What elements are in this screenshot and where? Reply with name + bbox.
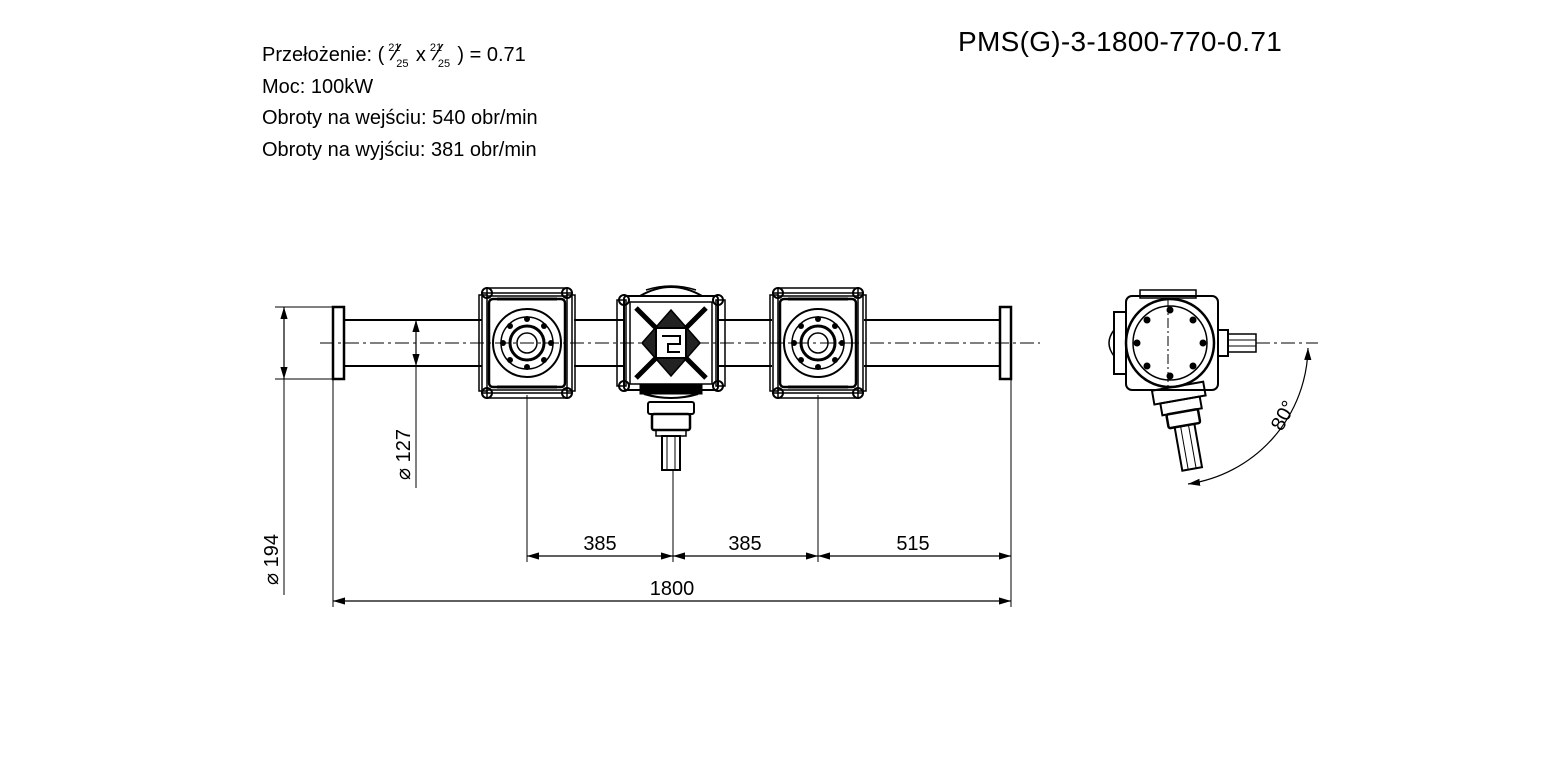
output-speed-line: Obroty na wyjściu: 381 obr/min <box>262 138 537 161</box>
tube-mid-1 <box>574 319 624 367</box>
dim-diameter-inner: ⌀ 127 <box>393 320 420 488</box>
dia-inner-label: ⌀ 127 <box>393 429 415 480</box>
input-speed-line: Obroty na wejściu: 540 obr/min <box>262 107 538 129</box>
tube-mid-2 <box>718 319 772 367</box>
extension-lines <box>332 379 1012 607</box>
dim-label-1: 385 <box>583 533 616 555</box>
right-gearbox <box>768 286 868 400</box>
right-end-flange <box>998 305 1013 381</box>
dim-diameter-outer: ⌀ 194 <box>261 306 333 595</box>
left-end-flange <box>331 305 346 381</box>
ratio-label: Przełożenie: ( <box>262 44 385 66</box>
dim-label-total: 1800 <box>650 578 695 600</box>
dia-outer-label: ⌀ 194 <box>261 534 283 585</box>
dim-label-3: 515 <box>896 533 929 555</box>
centre-input-gearbox <box>616 285 726 471</box>
tube-right <box>864 319 1000 367</box>
power-line: Moc: 100kW <box>262 75 374 98</box>
model-title: PMS(G)-3-1800-770-0.71 <box>958 26 1283 57</box>
ratio-result: ) = 0.71 <box>457 44 526 66</box>
dim-label-2: 385 <box>728 533 761 555</box>
ratio-fraction-1: 21/25 <box>388 40 409 70</box>
ratio-times: x <box>415 44 426 66</box>
ratio-fraction-2: 21/25 <box>429 40 451 70</box>
angle-arc <box>1187 347 1312 486</box>
side-view-gearbox <box>1108 289 1257 472</box>
